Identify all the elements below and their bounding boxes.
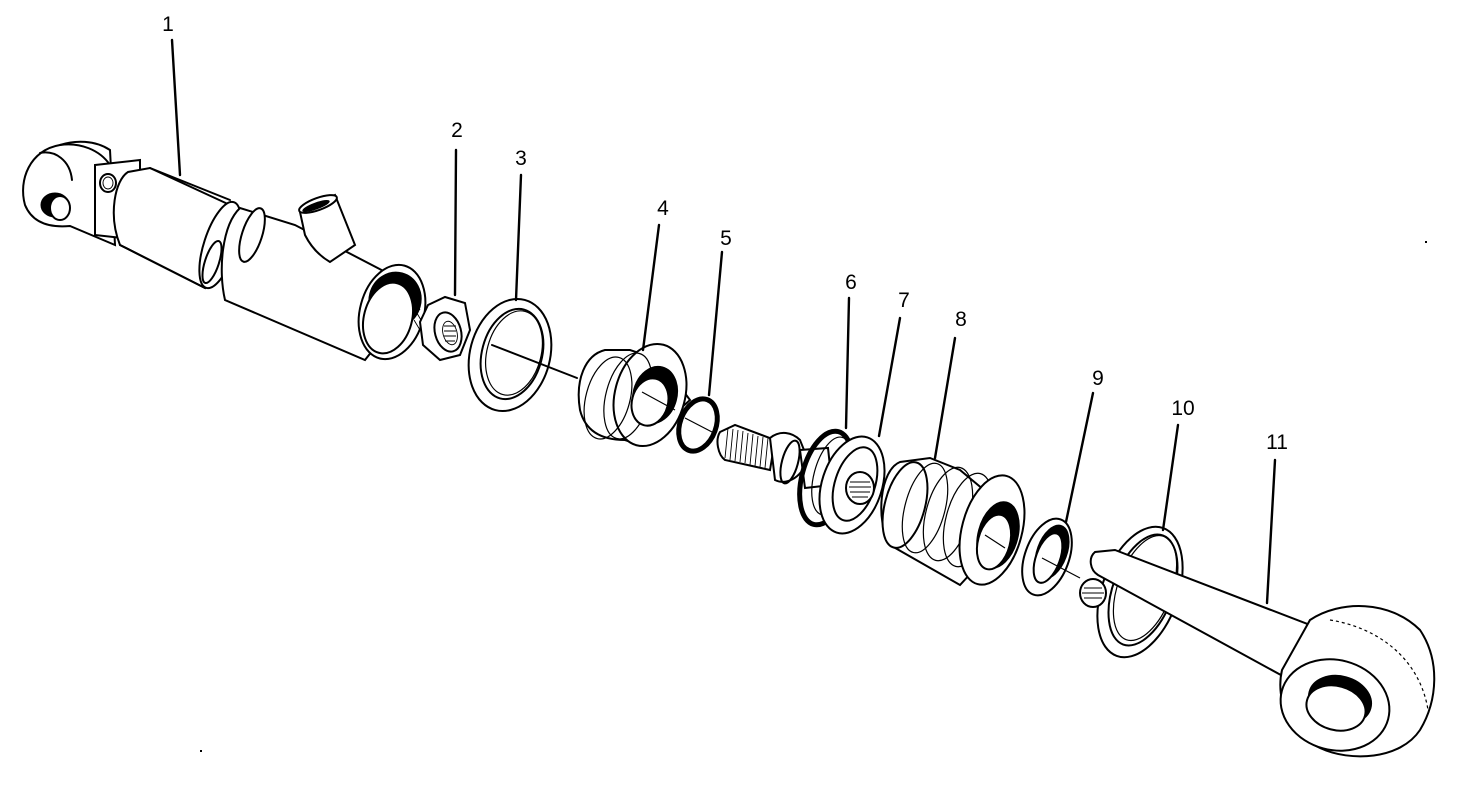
part-8-piston: [880, 456, 1026, 587]
part-3-washer: [467, 297, 553, 413]
callout-label-5: 5: [720, 227, 732, 250]
leader-1: [170, 38, 182, 177]
part-5-o-ring: [676, 396, 720, 454]
callout-label-3: 3: [515, 147, 527, 170]
callout-label-11: 11: [1266, 431, 1288, 454]
leader-6: [844, 296, 851, 430]
leader-2: [453, 148, 458, 297]
callout-label-4: 4: [657, 197, 669, 220]
scan-speck: [200, 750, 202, 752]
callout-label-2: 2: [451, 119, 463, 142]
leader-4: [641, 223, 661, 352]
part-11-piston-rod: [1079, 548, 1436, 758]
part-9-rod-seal: [1021, 517, 1081, 597]
part-1-cylinder-barrel: [22, 140, 427, 362]
leader-5: [707, 250, 724, 397]
leader-9: [1064, 391, 1095, 524]
leader-3: [514, 173, 523, 302]
leader-7: [877, 316, 902, 438]
callout-label-6: 6: [845, 271, 857, 294]
piston-rod-threaded-end: [716, 423, 834, 490]
callout-label-8: 8: [955, 308, 967, 331]
callout-label-10: 10: [1171, 397, 1195, 420]
callout-label-9: 9: [1092, 367, 1104, 390]
part-2-hex-nut: [418, 295, 472, 362]
assembly-axis-line: [491, 344, 578, 379]
callout-label-7: 7: [898, 289, 910, 312]
callout-leaders: [170, 38, 1277, 605]
part-4-gland: [577, 342, 692, 448]
callout-label-1: 1: [162, 13, 174, 36]
part-7-backup-washer: [818, 435, 886, 535]
leader-10: [1161, 423, 1180, 532]
scan-speck: [1425, 241, 1427, 243]
leader-8: [933, 336, 957, 460]
leader-11: [1265, 458, 1277, 605]
